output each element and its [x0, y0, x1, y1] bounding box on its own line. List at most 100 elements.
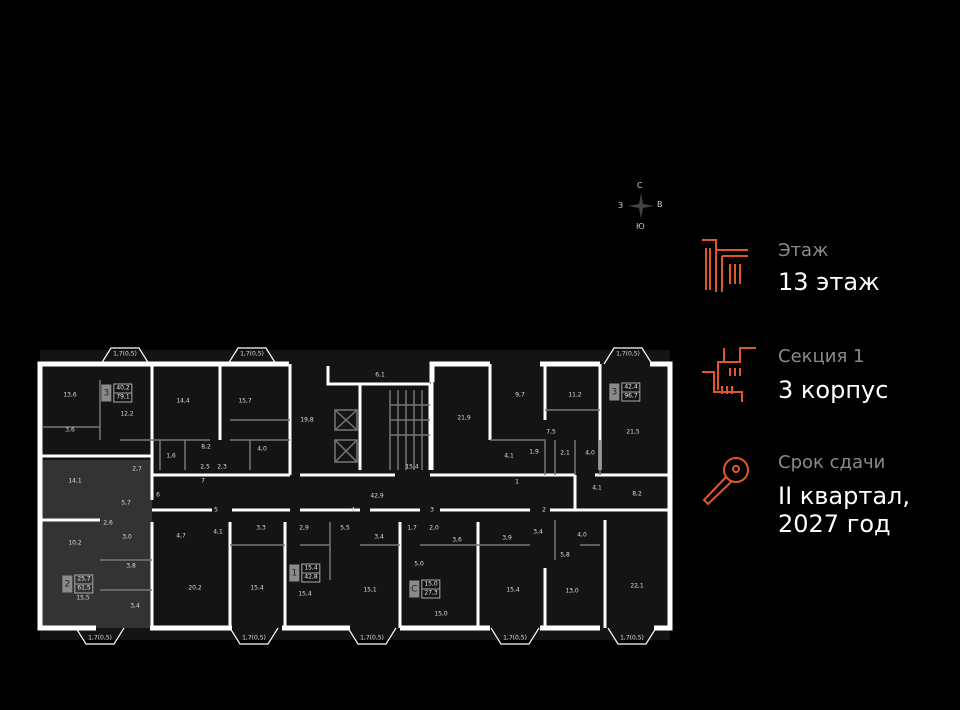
room-area-label: 14,1: [68, 477, 82, 485]
apartment-total-area: 79,1: [116, 393, 130, 401]
key-icon: [702, 457, 749, 506]
room-area-label: 3,4: [130, 602, 140, 610]
room-area-label: 2,9: [299, 524, 309, 532]
room-area-label: 22,1: [630, 582, 644, 590]
room-area-label: 7,5: [546, 428, 556, 436]
floor-label: Этаж: [778, 240, 829, 261]
section-label: Секция 1: [778, 346, 865, 367]
room-area-label: 15,4: [405, 463, 419, 471]
room-area-label: 4,0: [585, 449, 595, 457]
room-area-label: 4,1: [213, 528, 223, 536]
balcony-label: 1,7(0,5): [620, 634, 644, 642]
room-area-label: 15,0: [434, 610, 448, 618]
balcony-label: 1,7(0,5): [503, 634, 527, 642]
balcony-outline: [347, 627, 397, 645]
deadline-value-line1: II квартал,: [778, 482, 911, 510]
room-area-label: 13,6: [63, 391, 77, 399]
apartment-rooms: 3: [609, 383, 620, 401]
balcony-label: 1,7(0,5): [616, 350, 640, 358]
room-area-label: 5,7: [121, 499, 131, 507]
balcony-outline: [607, 627, 657, 645]
room-area-label: 5,0: [414, 560, 424, 568]
balcony-outline: [490, 627, 540, 645]
deadline-label: Срок сдачи: [778, 452, 886, 473]
room-area-label: 6,1: [375, 371, 385, 379]
balcony-label: 1,7(0,5): [240, 350, 264, 358]
compass-north: С: [637, 181, 643, 190]
room-area-label: 12,2: [120, 410, 134, 418]
room-area-label: 13,0: [565, 587, 579, 595]
compass-south: Ю: [636, 222, 645, 231]
section-value: 3 корпус: [778, 376, 889, 404]
room-area-label: 4: [351, 506, 355, 514]
room-area-label: 21,5: [626, 428, 640, 436]
room-area-label: 3,4: [374, 533, 384, 541]
apartment-total-area: 27,3: [424, 589, 438, 597]
room-area-label: 15,7: [238, 397, 252, 405]
room-area-label: 4,0: [577, 531, 587, 539]
room-area-label: 9,7: [515, 391, 525, 399]
room-area-label: 3,0: [122, 533, 132, 541]
room-area-label: 3,6: [452, 536, 462, 544]
room-area-label: 15,4: [298, 590, 312, 598]
room-area-label: 4,0: [257, 445, 267, 453]
compass-east: В: [657, 200, 663, 209]
apartment-rooms: 3: [101, 384, 112, 402]
apartment-living-area: 15,4: [302, 564, 320, 574]
room-area-label: 5: [214, 506, 218, 514]
room-area-label: 7: [201, 477, 205, 485]
room-area-label: 2,1: [560, 449, 570, 457]
room-area-label: 5,5: [340, 524, 350, 532]
room-area-label: 15,5: [76, 594, 90, 602]
room-area-label: 2,0: [429, 524, 439, 532]
room-area-label: 2,5: [200, 463, 210, 471]
balcony-outline: [100, 347, 150, 365]
balcony-label: 1,7(0,5): [360, 634, 384, 642]
room-area-label: 3,9: [502, 534, 512, 542]
room-area-label: 4,1: [592, 484, 602, 492]
room-area-label: 15,4: [506, 586, 520, 594]
room-area-label: 1: [515, 478, 519, 486]
apartment-living-area: 42,4: [622, 383, 640, 393]
room-area-label: 2,7: [132, 465, 142, 473]
apartment-total-area: 61,5: [77, 584, 91, 592]
balcony-outline: [227, 347, 277, 365]
room-area-label: 1,9: [529, 448, 539, 456]
apartment-rooms: 1: [289, 564, 300, 582]
room-area-label: 10,2: [68, 539, 82, 547]
room-area-label: 4,1: [504, 452, 514, 460]
room-area-label: 3: [430, 506, 434, 514]
room-area-label: 2,3: [217, 463, 227, 471]
balcony-label: 1,7(0,5): [88, 634, 112, 642]
room-area-label: 6: [156, 491, 160, 499]
apartment-rooms: 2: [62, 575, 73, 593]
room-area-label: 14,4: [176, 397, 190, 405]
room-area-label: 20,2: [188, 584, 202, 592]
room-area-label: 3,6: [65, 426, 75, 434]
room-area-label: 2,6: [103, 519, 113, 527]
apartment-rooms: С: [409, 580, 420, 598]
highlighted-apartment[interactable]: [42, 460, 152, 628]
room-area-label: 11,2: [568, 391, 582, 399]
apartment-living-area: 40,2: [114, 384, 132, 394]
balcony-outline: [229, 627, 279, 645]
room-area-label: 42,9: [370, 492, 384, 500]
room-area-label: 8,2: [632, 490, 642, 498]
building-section-icon: [702, 347, 756, 402]
balcony-label: 1,7(0,5): [242, 634, 266, 642]
apartment-living-area: 15,0: [422, 580, 440, 590]
building-floor-icon: [702, 239, 748, 292]
room-area-label: 3,3: [256, 524, 266, 532]
balcony-outline: [75, 627, 125, 645]
room-area-label: 15,1: [363, 586, 377, 594]
compass-icon: [628, 193, 654, 219]
room-area-label: 19,8: [300, 416, 314, 424]
deadline-value-line2: 2027 год: [778, 510, 891, 538]
room-area-label: 5,8: [560, 551, 570, 559]
apartment-total-area: 42,8: [304, 573, 318, 581]
